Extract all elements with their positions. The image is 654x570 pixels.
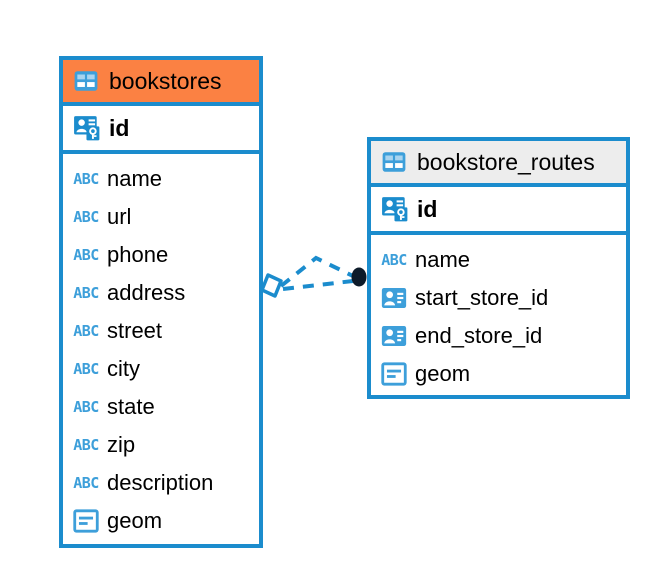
foreign-key-icon [381, 287, 407, 309]
geometry-icon [73, 509, 99, 533]
abc-glyph: ABC [73, 359, 99, 378]
field-row[interactable]: geom [371, 355, 626, 393]
entity-header-bookstore-routes[interactable]: bookstore_routes [371, 141, 626, 187]
primary-key-icon [73, 114, 101, 142]
field-label: start_store_id [415, 285, 549, 310]
field-label: address [107, 280, 186, 305]
field-label: phone [107, 242, 169, 267]
abc-icon: ABC [73, 169, 99, 189]
primary-key-icon [381, 195, 409, 223]
primary-key-label: id [417, 195, 438, 222]
abc-glyph: ABC [73, 321, 99, 340]
field-row[interactable]: ABC city [63, 350, 259, 388]
abc-icon: ABC [73, 435, 99, 455]
abc-icon: ABC [73, 473, 99, 493]
abc-glyph: ABC [73, 473, 99, 492]
abc-icon: ABC [73, 321, 99, 341]
field-list-bookstore-routes: ABC name start_store_id [371, 235, 626, 399]
entity-bookstores[interactable]: bookstores [59, 56, 263, 548]
diamond-marker [260, 273, 283, 298]
field-list-bookstores: ABC name ABC url ABC phone ABC [63, 154, 259, 546]
field-row[interactable]: ABC street [63, 312, 259, 350]
abc-glyph: ABC [73, 169, 99, 188]
field-row[interactable]: ABC phone [63, 236, 259, 274]
primary-key-row[interactable]: id [63, 106, 259, 154]
field-row[interactable]: ABC url [63, 198, 259, 236]
field-row[interactable]: ABC state [63, 388, 259, 426]
field-label: state [107, 394, 155, 419]
abc-icon: ABC [73, 397, 99, 417]
field-label: city [107, 356, 140, 381]
abc-icon: ABC [73, 359, 99, 379]
field-label: geom [107, 508, 163, 533]
abc-icon: ABC [73, 245, 99, 265]
entity-title: bookstore_routes [417, 148, 595, 175]
field-label: url [107, 204, 132, 229]
field-row[interactable]: ABC name [63, 160, 259, 198]
field-label: name [107, 166, 163, 191]
filled-circle-marker [351, 267, 367, 287]
field-label: zip [107, 432, 136, 457]
field-label: description [107, 470, 214, 495]
field-row[interactable]: ABC zip [63, 426, 259, 464]
primary-key-label: id [109, 114, 130, 141]
entity-header-bookstores[interactable]: bookstores [63, 60, 259, 106]
field-row[interactable]: ABC description [63, 464, 259, 502]
field-label: geom [415, 361, 471, 386]
primary-key-row[interactable]: id [371, 187, 626, 235]
geometry-icon [381, 362, 407, 386]
abc-icon: ABC [73, 207, 99, 227]
table-icon [73, 68, 99, 94]
field-row[interactable]: start_store_id [371, 279, 626, 317]
abc-icon: ABC [381, 250, 407, 270]
entity-bookstore-routes[interactable]: bookstore_routes [367, 137, 630, 399]
relationship-line-lower [282, 279, 354, 291]
relationship-line-upper [279, 255, 356, 288]
field-row[interactable]: end_store_id [371, 317, 626, 355]
field-label: street [107, 318, 163, 343]
field-row[interactable]: geom [63, 502, 259, 540]
abc-glyph: ABC [381, 250, 407, 269]
abc-icon: ABC [73, 283, 99, 303]
field-label: name [415, 247, 471, 272]
field-row[interactable]: ABC name [371, 241, 626, 279]
foreign-key-icon [381, 325, 407, 347]
abc-glyph: ABC [73, 435, 99, 454]
abc-glyph: ABC [73, 245, 99, 264]
field-row[interactable]: ABC address [63, 274, 259, 312]
abc-glyph: ABC [73, 397, 99, 416]
abc-glyph: ABC [73, 207, 99, 226]
table-icon [381, 149, 407, 175]
field-label: end_store_id [415, 323, 543, 348]
abc-glyph: ABC [73, 283, 99, 302]
entity-title: bookstores [109, 67, 222, 94]
